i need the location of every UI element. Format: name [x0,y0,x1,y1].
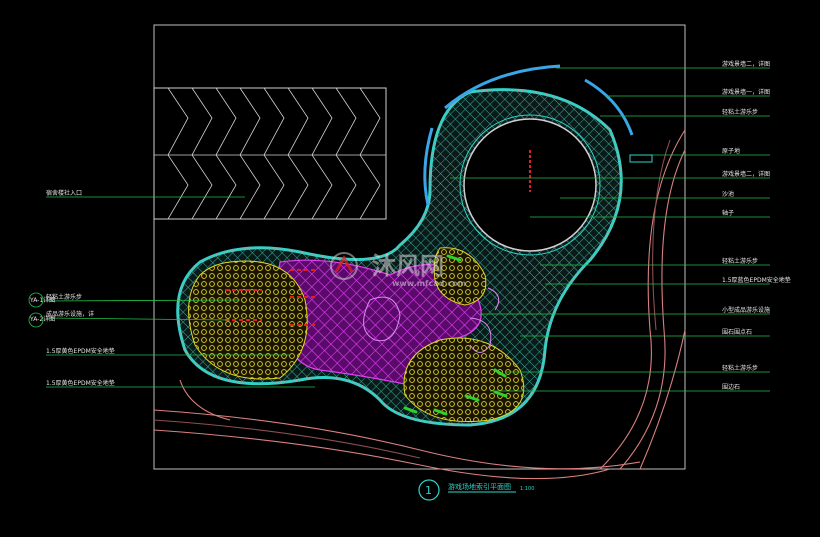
detail-ref-circle [28,292,44,308]
callout-label: 小型成品游乐设施 [722,306,770,314]
building-hatch-line [287,87,309,220]
building-block [153,87,387,220]
drawing-number: 1 [425,484,432,497]
callout-label: 轻粘土游乐步 [722,108,758,116]
green-markers [403,254,508,416]
building-hatch-line [167,87,189,220]
callout-label: 沙池 [722,190,734,198]
callout-label: 轻粘土游乐步 [722,257,758,265]
building-hatch-line [215,87,237,220]
callout-label: 宿舍楼社入口 [46,189,82,197]
watermark: 沐风网 www.mfcad.com [330,252,466,288]
detail-ref-circle [28,312,44,328]
callouts-right: 游戏景墙二，详图游戏景墙一，详图轻粘土游乐步原子地游戏景墙二，详图沙池轴子轻粘土… [722,60,791,391]
building-hatch-line [335,87,357,220]
play-equipment [363,287,500,353]
callout-label: 轻粘土游乐步 [722,364,758,372]
callout-label: 围石围点石 [722,328,752,336]
feature-walls [423,64,634,206]
building-hatch-line [359,87,381,220]
building-hatch-line [191,87,213,220]
red-markers [225,269,318,326]
building-hatch-line [311,87,333,220]
leader-line [45,317,231,321]
callout-label: 成品游乐设施，详 [46,310,94,318]
callout-label: 游戏景墙一，详图 [722,88,770,96]
callout-label: YA-1详图 [29,296,55,304]
building-hatch-line [263,87,285,220]
callout-label: 原子地 [722,147,740,155]
bench [629,154,653,163]
callout-label: 游戏景墙二，详图 [722,60,770,68]
callout-label: 游戏景墙二，详图 [722,170,770,178]
drawing-frame [153,24,686,470]
road-edges [153,129,686,480]
epdm-yellow-right [403,337,525,423]
callout-label: 轻粘土游乐步 [46,293,82,301]
callout-label: 1.5厚黄色EPDM安全地垫 [46,347,115,355]
epdm-yellow-top [433,247,487,306]
callout-label: 围边石 [722,383,740,391]
callout-label: 轴子 [722,209,734,217]
drawing-scale: 1:100 [520,486,534,492]
leader-lines [45,67,770,392]
callout-label: 1.5厚黄色EPDM安全地垫 [46,379,115,387]
callout-label: 1.5厚蓝色EPDM安全地垫 [722,276,791,284]
callout-label: YA-2详图 [29,315,55,323]
watermark-logo-icon [330,252,358,280]
watermark-url: www.mfcad.com [392,279,466,288]
building-hatch-line [239,87,261,220]
drawing-title: 游戏场地索引平面图 [448,482,511,491]
watermark-text: 沐风网 [372,252,444,280]
drawing-title-block: 1 游戏场地索引平面图 1:100 [418,479,534,501]
leader-line [45,299,241,302]
